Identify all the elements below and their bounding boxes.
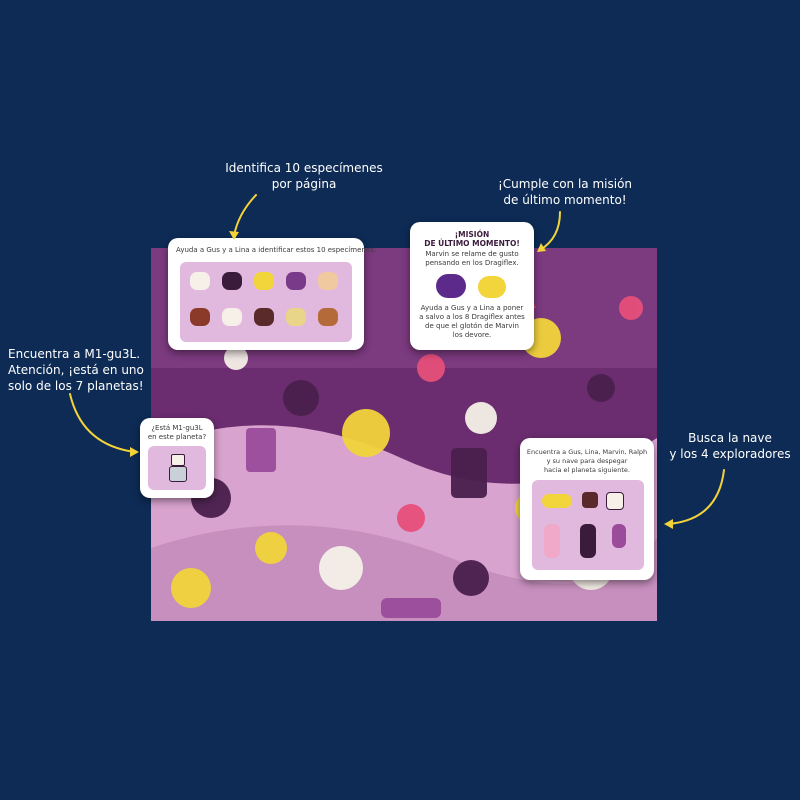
- specimen-pretzel-icon: [318, 308, 338, 326]
- callout-ship-line1: Busca la nave: [688, 431, 772, 445]
- callout-mission: ¡Cumple con la misión de último momento!: [490, 176, 640, 208]
- explorer-gus-icon: [580, 524, 596, 558]
- mission-text-line2: pensando en los Dragiflex.: [425, 259, 519, 267]
- mission-text-line4: a salvo a los 8 Dragiflex antes: [419, 313, 525, 321]
- robot-panel: [148, 446, 206, 490]
- specimen-chocolate-icon: [254, 308, 274, 326]
- arrow-ship-icon: [667, 469, 725, 525]
- specimen-sausage-icon: [318, 272, 338, 290]
- card-specimens: Ayuda a Gus y a Lina a identificar estos…: [168, 238, 377, 350]
- mission-text-line5: de que el glotón de Marvin: [425, 322, 519, 330]
- callout-robot-line2: Atención, ¡está en uno: [8, 363, 144, 377]
- robot-question-line2: en este planeta?: [147, 433, 207, 441]
- mission-title-line1: ¡MISIÓN: [454, 230, 490, 239]
- callout-specimens-line1: Identifica 10 especímenes: [225, 161, 383, 175]
- specimens-panel: [180, 262, 352, 342]
- callout-mission-line2: de último momento!: [503, 193, 627, 207]
- arrow-specimens-icon: [233, 194, 257, 237]
- dragiflex-purple-icon: [436, 274, 466, 298]
- specimen-avocado-icon: [286, 308, 306, 326]
- ship-panel: [532, 480, 644, 570]
- card-mission: ¡MISIÓN DE ÚLTIMO MOMENTO! Marvin se rel…: [410, 222, 534, 350]
- arrow-robot-icon: [69, 393, 136, 453]
- arrow-mission-icon: [539, 211, 561, 251]
- specimen-candy-icon: [286, 272, 306, 290]
- mission-text-line1: Marvin se relame de gusto: [425, 250, 519, 258]
- robot-m1-gu3l-icon: [168, 454, 187, 482]
- callout-robot-line3: solo de los 7 planetas!: [8, 379, 144, 393]
- robot-question-line1: ¿Está M1-gu3L: [151, 424, 203, 432]
- ralph-icon: [606, 492, 624, 510]
- ship-text-line3: hacia el planeta siguiente.: [543, 466, 630, 474]
- callout-ship-line2: y los 4 exploradores: [669, 447, 791, 461]
- explorer-lina-icon: [544, 524, 560, 558]
- card-ship: Encuentra a Gus, Lina, Marvin, Ralph y s…: [520, 438, 654, 580]
- callout-robot: Encuentra a M1-gu3L. Atención, ¡está en …: [8, 346, 148, 394]
- callout-ship: Busca la nave y los 4 exploradores: [665, 430, 795, 462]
- dragiflex-yellow-icon: [478, 276, 506, 298]
- ship-text-line1: Encuentra a Gus, Lina, Marvin, Ralph: [526, 448, 648, 456]
- callout-robot-line1: Encuentra a M1-gu3L.: [8, 347, 141, 361]
- card-robot: ¿Está M1-gu3L en este planeta?: [140, 418, 214, 498]
- specimen-nigiri-icon: [222, 308, 242, 326]
- mission-title-line2: DE ÚLTIMO MOMENTO!: [424, 239, 520, 248]
- spaceship-icon: [542, 494, 572, 508]
- explorer-3-icon: [612, 524, 626, 548]
- ship-text-line2: y su nave para despegar: [546, 457, 628, 465]
- specimen-bun-icon: [254, 272, 274, 290]
- marvin-icon: [582, 492, 598, 508]
- callout-mission-line1: ¡Cumple con la misión: [497, 177, 633, 191]
- callout-specimens: Identifica 10 especímenes por página: [224, 160, 384, 192]
- specimen-rice-ball-icon: [190, 272, 210, 290]
- specimen-sushi-icon: [222, 272, 242, 290]
- mission-text-line3: Ayuda a Gus y a Lina a poner: [420, 304, 524, 312]
- specimen-mushroom-icon: [190, 308, 210, 326]
- card-specimens-text: Ayuda a Gus y a Lina a identificar estos…: [176, 246, 377, 254]
- callout-specimens-line2: por página: [271, 177, 337, 191]
- mission-text-line6: los devore.: [452, 331, 492, 339]
